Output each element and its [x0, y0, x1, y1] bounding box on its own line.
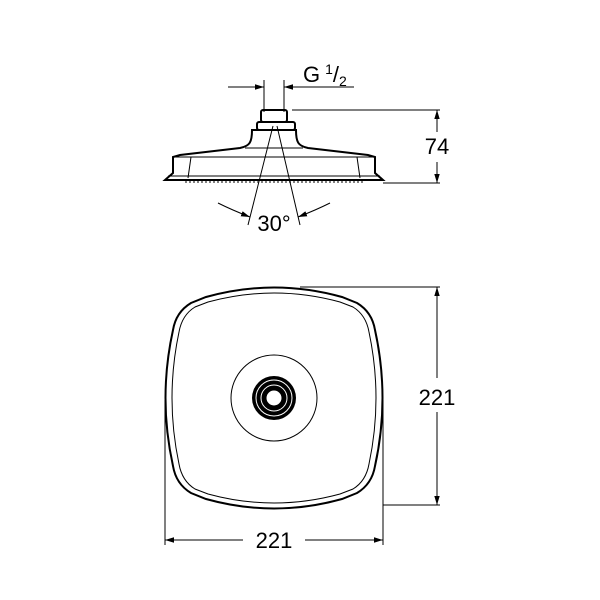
center-disc: [230, 354, 318, 442]
width-extension-lines: [164, 400, 384, 545]
height-dim-label: 74: [425, 134, 449, 159]
angle-arrow-right: [297, 202, 331, 218]
width-dim-label: 221: [256, 528, 293, 553]
nozzle-icon: [265, 389, 283, 407]
shower-plate-inner-outline: [171, 292, 377, 504]
height-extension-lines: [292, 109, 440, 184]
height-dim-label: 221: [419, 385, 456, 410]
shower-head-profile: [162, 109, 386, 183]
angle-dim-label: 30°: [257, 211, 290, 236]
shower-plate-outline: [164, 286, 384, 510]
top-view: 221 221: [164, 286, 456, 553]
spray-angle-lines: [247, 125, 301, 226]
thread-extension-lines: [263, 80, 285, 112]
angle-arrow-left: [217, 202, 251, 218]
height-extension-lines: [300, 286, 440, 506]
